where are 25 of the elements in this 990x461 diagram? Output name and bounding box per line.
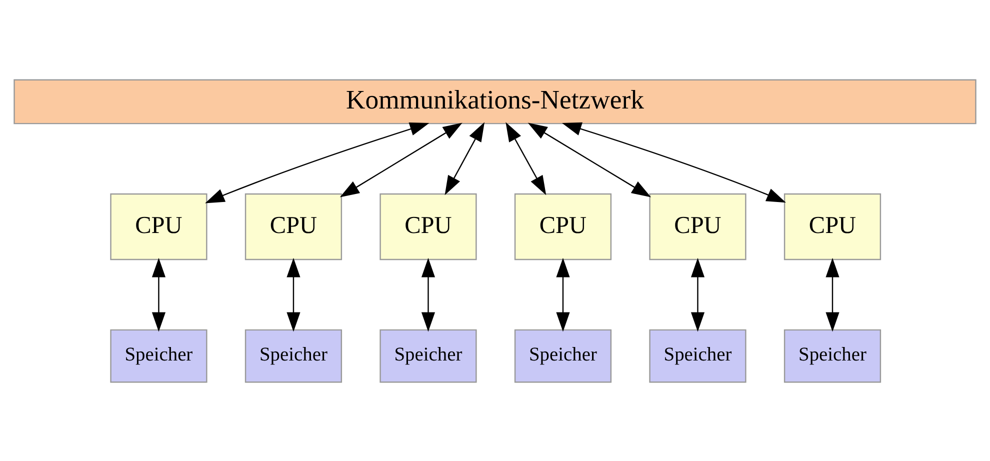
arrow	[556, 257, 570, 332]
arrow	[690, 257, 705, 332]
node-box: CPU	[784, 192, 882, 260]
node-box: Speicher	[649, 328, 746, 382]
node-box: CPU	[649, 192, 746, 260]
node-box: Speicher	[244, 328, 342, 382]
node-box: CPU	[514, 192, 612, 260]
node-box: CPU	[244, 192, 342, 260]
node-box: Speicher	[110, 328, 208, 382]
arrow	[340, 122, 462, 197]
arrow	[421, 257, 436, 332]
arrow	[562, 122, 786, 202]
arrow	[506, 122, 546, 195]
arrow	[286, 257, 300, 332]
node-box: Speicher	[380, 328, 477, 382]
node-box: Speicher	[514, 328, 612, 382]
node-box: Speicher	[784, 328, 882, 382]
arrow	[826, 257, 840, 332]
node-box: CPU	[110, 192, 208, 260]
arrow	[152, 257, 166, 332]
node-box: CPU	[380, 192, 477, 260]
arrow	[444, 122, 485, 195]
arrow	[528, 122, 652, 197]
arrow	[205, 122, 430, 203]
node-box: Kommunikations-Netzwerk	[14, 78, 976, 124]
